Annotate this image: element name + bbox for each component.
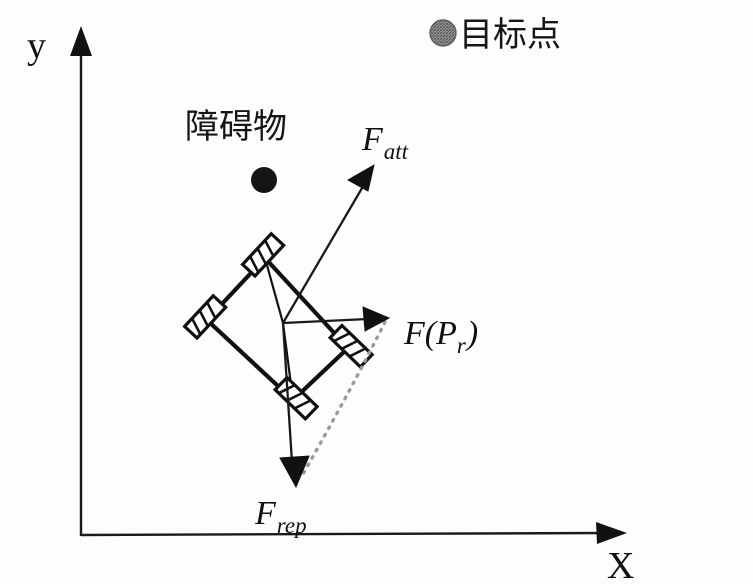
- f-resultant-label: F(Pr): [403, 315, 478, 358]
- obstacle-group: 障碍物: [185, 107, 287, 193]
- obstacle-label: 障碍物: [185, 107, 287, 147]
- robot-wheel-top: [240, 231, 286, 279]
- wheel-right-hatch: [333, 331, 367, 358]
- f-att-shaft: [282, 182, 366, 324]
- force-vector-attractive: Fatt: [282, 121, 409, 324]
- f-resultant-subscript: r: [457, 333, 467, 358]
- robot-inner-line-diagonal: [263, 257, 285, 324]
- mobile-robot: [182, 231, 375, 422]
- f-rep-arrowhead: [279, 455, 310, 489]
- f-rep-subscript: rep: [277, 513, 307, 538]
- force-vector-resultant: F(Pr): [282, 306, 478, 358]
- robot-chassis: [204, 254, 351, 403]
- x-axis-label: X: [607, 545, 634, 584]
- x-axis-arrowhead: [596, 522, 627, 544]
- f-att-arrowhead: [346, 163, 375, 192]
- wheel-top-hatch: [248, 239, 275, 273]
- wheel-left-hatch: [190, 301, 217, 335]
- legend-target-point: 目标点: [429, 15, 561, 55]
- f-att-label: Fatt: [361, 121, 409, 164]
- f-resultant-arrowhead: [362, 306, 391, 332]
- target-point-icon: [429, 19, 457, 47]
- f-rep-label: Frep: [254, 495, 307, 538]
- f-resultant-shaft: [282, 317, 369, 325]
- y-axis-label: y: [27, 25, 46, 67]
- target-point-label: 目标点: [459, 15, 561, 55]
- x-axis-line: [80, 531, 609, 537]
- parallelogram-closure-line: [301, 320, 387, 476]
- f-rep-shaft: [281, 322, 294, 463]
- robot-wheel-left: [182, 293, 228, 341]
- robot-wheel-right: [327, 323, 375, 370]
- force-vector-repulsive: Frep: [254, 322, 310, 538]
- f-att-subscript: att: [384, 139, 409, 164]
- y-axis-arrowhead: [70, 26, 92, 56]
- coordinate-axes: y X: [27, 25, 634, 584]
- obstacle-icon: [251, 167, 277, 193]
